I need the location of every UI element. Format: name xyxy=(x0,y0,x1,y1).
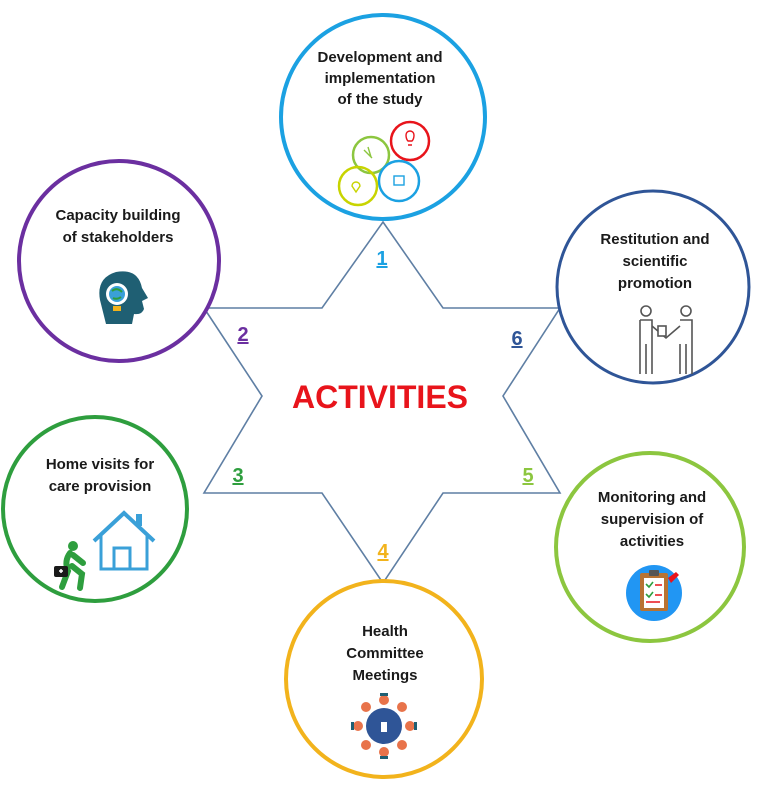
meeting-table-icon xyxy=(351,693,417,759)
activity-1-node: Development and implementation of the st… xyxy=(279,13,487,221)
activity-3-line-2: care provision xyxy=(49,478,152,495)
activity-2-line-2: of stakeholders xyxy=(63,229,174,246)
center-title: ACTIVITIES xyxy=(292,379,468,415)
activity-5-node: Monitoring and supervision of activities xyxy=(554,451,746,643)
number-4: 4 xyxy=(377,541,389,563)
activity-6-node: Restitution and scientific promotion xyxy=(555,189,751,385)
activity-4-line-2: Committee xyxy=(346,645,424,662)
home-visit-icon xyxy=(54,510,156,591)
handshake-icon xyxy=(639,305,693,374)
activity-4-line-3: Meetings xyxy=(352,667,417,684)
activity-2-node: Capacity building of stakeholders xyxy=(17,159,221,363)
number-6: 6 xyxy=(511,328,522,350)
head-lightbulb-icon xyxy=(99,271,148,324)
activity-6-line-2: scientific xyxy=(622,253,687,270)
activity-6-line-3: promotion xyxy=(618,275,692,292)
number-2: 2 xyxy=(237,324,248,346)
activity-1-line-1: Development and xyxy=(317,49,442,66)
activity-2-line-1: Capacity building xyxy=(55,207,180,224)
number-5: 5 xyxy=(522,465,533,487)
activity-1-line-2: implementation xyxy=(325,70,436,87)
activity-4-node: Health Committee Meetings xyxy=(284,579,484,779)
activity-1-line-3: of the study xyxy=(338,91,424,108)
clipboard-checklist-icon xyxy=(626,565,682,621)
activity-3-node: Home visits for care provision xyxy=(1,415,189,603)
colored-circles-icon xyxy=(337,120,431,207)
number-3: 3 xyxy=(232,465,243,487)
activity-4-line-1: Health xyxy=(362,623,408,640)
activity-3-line-1: Home visits for xyxy=(46,456,155,473)
activity-5-line-2: supervision of xyxy=(601,511,705,528)
activity-6-line-1: Restitution and xyxy=(600,231,709,248)
activity-5-line-3: activities xyxy=(620,533,684,550)
activity-5-line-1: Monitoring and xyxy=(598,489,706,506)
number-1: 1 xyxy=(376,248,387,270)
